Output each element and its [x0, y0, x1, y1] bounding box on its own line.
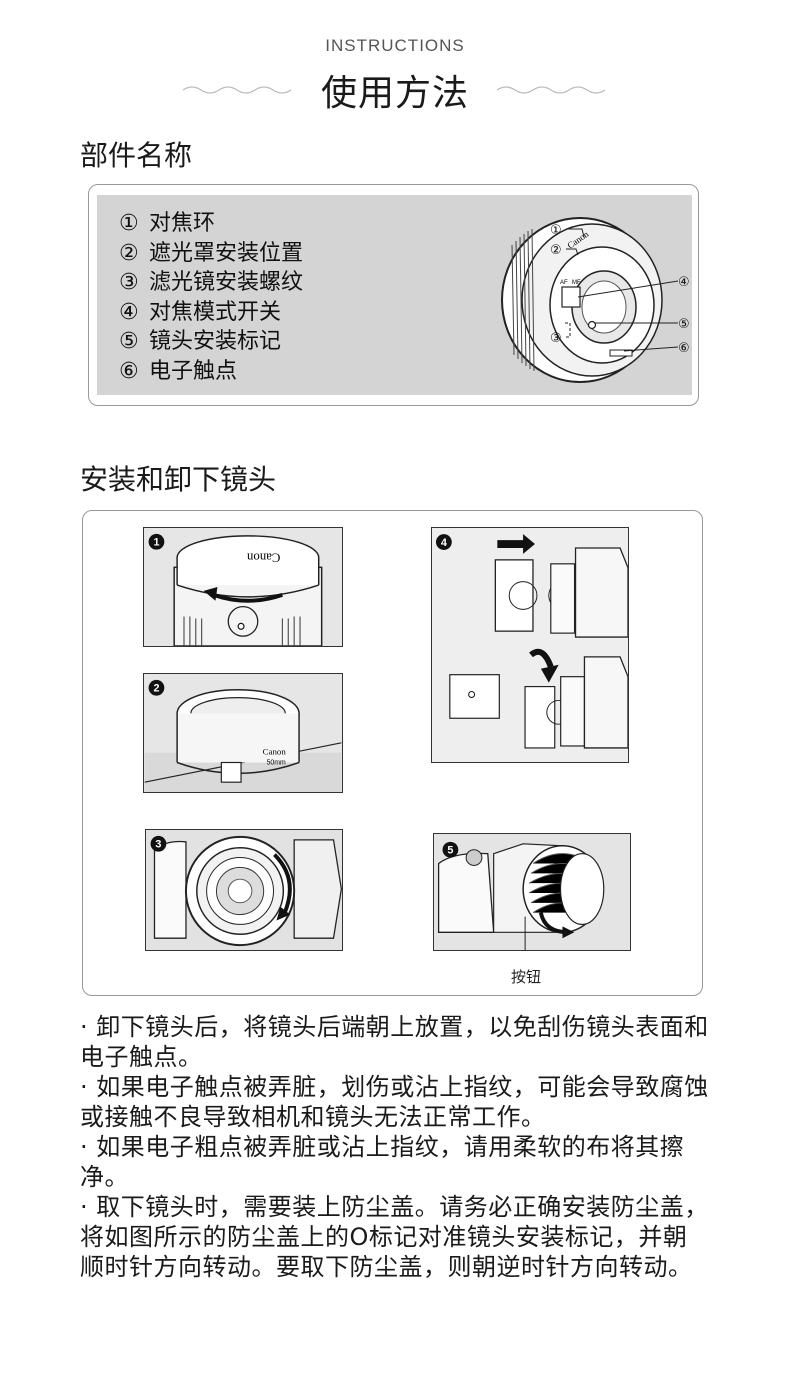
callout-2: ② [550, 243, 562, 258]
step-2-illustration: Canon 50mm 2 [143, 673, 343, 793]
focus-mode-switch [561, 286, 581, 308]
lens-model-step2: 50mm [267, 759, 286, 766]
mounting-box: Canon 1 Canon 50mm 2 [82, 510, 703, 996]
svg-text:MF: MF [572, 280, 581, 286]
lens-brand-step2: Canon [263, 747, 287, 757]
step-3-illustration: 3 [145, 829, 343, 951]
callout-6: ⑥ [678, 341, 690, 356]
step-3-number: 3 [155, 839, 161, 851]
wave-decoration-right [497, 86, 606, 94]
step-1-illustration: Canon 1 [143, 527, 343, 647]
step-5-illustration: 5 [433, 833, 631, 951]
step-1-number: 1 [153, 537, 159, 549]
step-4-illustration: 4 [431, 527, 629, 763]
callout-1: ① [550, 223, 562, 238]
step-5-number: 5 [447, 845, 453, 857]
parts-section-title: 部件名称 [80, 139, 193, 172]
notes-section: · 卸下镜头后，将镜头后端朝上放置，以免刮伤镜头表面和电子触点。 · 如果电子触… [80, 1012, 710, 1282]
lens-parts-diagram: Canon AF MF ① ② ③ ④ ⑤ ⑥ [501, 217, 690, 383]
mounting-section-title: 安装和卸下镜头 [80, 463, 277, 496]
release-button-label: 按钮 [511, 968, 542, 986]
callout-3: ③ [550, 331, 562, 346]
note-paragraph: · 取下镜头时，需要装上防尘盖。请务必正确安装防尘盖，将如图所示的防尘盖上的O标… [80, 1193, 709, 1281]
note-paragraph: · 如果电子触点被弄脏，划伤或沾上指纹，可能会导致腐蚀或接触不良导致相机和镜头无… [80, 1073, 709, 1131]
wave-decoration-left [182, 86, 292, 94]
page-header: INSTRUCTIONS 使用方法 [0, 36, 790, 116]
svg-text:AF: AF [560, 280, 568, 286]
note-paragraph: · 如果电子粗点被弄脏或沾上指纹，请用柔软的布将其擦净。 [80, 1133, 685, 1191]
callout-4: ④ [678, 275, 690, 290]
chinese-title: 使用方法 [320, 73, 469, 114]
note-paragraph: · 卸下镜头后，将镜头后端朝上放置，以免刮伤镜头表面和电子触点。 [80, 1013, 709, 1071]
cap-brand-text: Canon [246, 551, 280, 565]
step-4-number: 4 [441, 537, 447, 549]
callout-5: ⑤ [678, 317, 690, 332]
step-2-number: 2 [153, 683, 159, 695]
english-title: INSTRUCTIONS [325, 36, 465, 55]
